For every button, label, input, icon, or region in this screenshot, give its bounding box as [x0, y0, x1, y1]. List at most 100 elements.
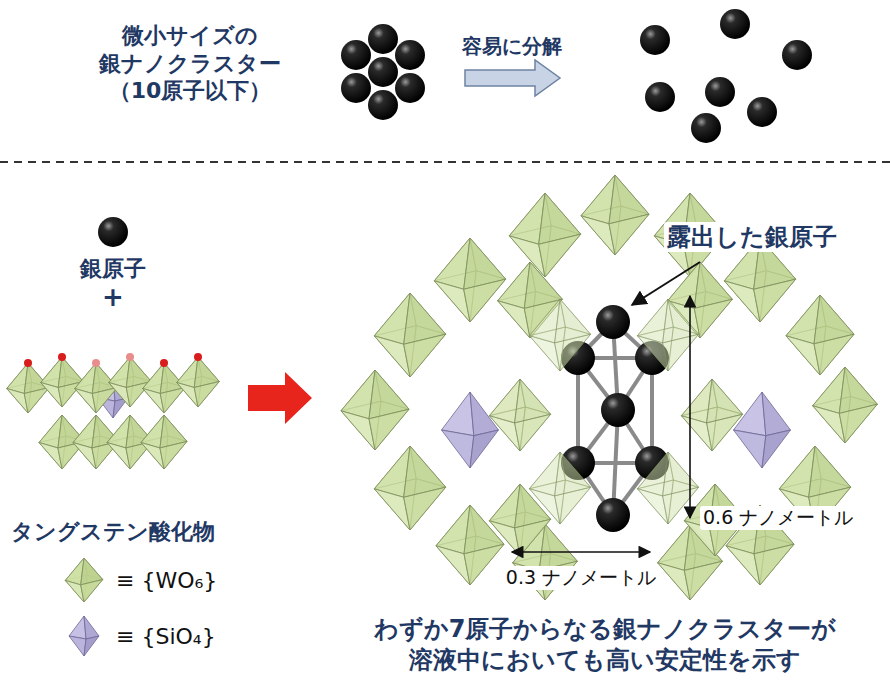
tetrahedron-icon — [60, 612, 108, 660]
tetrahedron-face — [470, 430, 499, 468]
octahedron-face — [663, 334, 699, 371]
octahedron-face — [637, 336, 668, 371]
cluster-group — [341, 24, 425, 120]
silver-atom — [705, 77, 735, 107]
octahedron-face — [160, 388, 185, 414]
octahedron-face — [75, 389, 96, 414]
octahedron-face — [141, 443, 164, 469]
tetrahedron-face — [442, 392, 474, 436]
silver-atom — [596, 305, 630, 339]
divider-line — [0, 161, 890, 163]
legend-text: ≡ {WO₆} — [116, 568, 217, 593]
silver-atom — [341, 73, 371, 103]
octahedron-face — [726, 546, 760, 585]
octahedron-face — [81, 580, 103, 602]
silver-atom — [368, 90, 398, 120]
silver-atom — [691, 113, 721, 143]
silver-atom — [368, 57, 398, 87]
oxygen-dot — [194, 353, 202, 361]
oxide-label: タングステン酸化物 — [8, 518, 218, 546]
silver-cluster-complex — [341, 175, 877, 600]
octahedron-face — [694, 299, 732, 338]
octahedron-face — [754, 279, 796, 322]
octahedron-face — [404, 334, 446, 377]
octahedron-face — [489, 416, 520, 451]
octahedron-face — [539, 234, 581, 277]
arrow-label: 容易に分解 — [459, 34, 565, 59]
octahedron-face — [555, 334, 591, 371]
silver-atom — [368, 24, 398, 54]
octahedron-face — [786, 336, 820, 375]
tetrahedron-face — [84, 636, 99, 656]
octahedron-face — [160, 441, 187, 469]
caption: わずか7原子からなる銀ナノクラスターが 溶液中においても高い安定性を示す — [371, 614, 840, 676]
octahedron-face — [839, 404, 877, 443]
octahedron-face — [41, 383, 62, 408]
octahedron-face — [369, 409, 409, 450]
oxygen-dot — [160, 359, 168, 367]
plus-sign: + — [99, 281, 127, 314]
octahedron-face — [555, 487, 591, 524]
silver-atom — [341, 40, 371, 70]
tetrahedron-face — [69, 616, 86, 639]
silver-atom — [596, 498, 630, 532]
octahedron-face — [489, 521, 520, 556]
octahedron-face — [498, 301, 530, 338]
legend-item: ≡ {WO₆} — [60, 556, 217, 604]
octahedron-face — [65, 580, 84, 602]
octahedron-face — [581, 216, 615, 255]
silver-atom — [601, 393, 635, 427]
octahedron-face — [529, 336, 560, 371]
silver-atom — [395, 73, 425, 103]
octahedron-face — [177, 383, 198, 408]
octahedron-face — [404, 487, 446, 530]
oxygen-dot — [92, 359, 100, 367]
silver-atom — [640, 25, 670, 55]
silver-atom — [645, 82, 675, 112]
octahedron-face — [374, 489, 410, 530]
cluster-label: 微小サイズの 銀ナノクラスター （10原子以下） — [96, 22, 284, 105]
octahedron-face — [92, 388, 117, 414]
reaction-arrow — [248, 372, 312, 424]
callout-label: 露出した銀原子 — [664, 222, 840, 252]
silver-atom — [720, 9, 750, 39]
octahedron-face — [434, 281, 470, 322]
tetrahedron-face — [734, 430, 766, 468]
dimension-label: 0.6 ナノメートル — [700, 506, 856, 530]
reactants — [7, 217, 220, 469]
tungsten-oxide-fragment — [7, 353, 220, 469]
octahedron-face — [609, 214, 649, 255]
octahedron-face — [813, 406, 845, 443]
octahedron-face — [194, 382, 219, 408]
tetrahedron-face — [762, 430, 791, 468]
octahedron-face — [707, 414, 743, 451]
tetrahedron-face — [69, 636, 86, 656]
octahedron-face — [143, 389, 164, 414]
legend-item: ≡ {SiO₄} — [60, 612, 216, 660]
dimension-line — [512, 551, 650, 553]
octahedron-face — [374, 336, 410, 377]
silver-atom — [747, 97, 777, 127]
oxygen-dot — [24, 359, 32, 367]
tetrahedron-face — [84, 616, 99, 639]
octahedron-face — [663, 487, 699, 524]
silver-atom — [98, 217, 128, 247]
silver-atom — [395, 40, 425, 70]
octahedron-face — [515, 414, 551, 451]
octahedron-face — [658, 563, 690, 600]
legend-text: ≡ {SiO₄} — [116, 624, 216, 649]
octahedron-face — [515, 519, 551, 556]
dispersed-atoms — [640, 9, 812, 143]
dimension-line — [689, 296, 691, 518]
silver-atom — [782, 40, 812, 70]
octahedron-face — [684, 561, 722, 600]
dimension-label: 0.3 ナノメートル — [503, 566, 659, 590]
octahedron-face — [814, 334, 854, 375]
octahedron-face — [341, 411, 375, 450]
tetrahedron-face — [762, 392, 791, 436]
octahedron-face — [107, 443, 130, 469]
decompose-arrow — [465, 60, 560, 96]
octahedron-face — [109, 383, 130, 408]
octahedron-face — [7, 389, 28, 414]
